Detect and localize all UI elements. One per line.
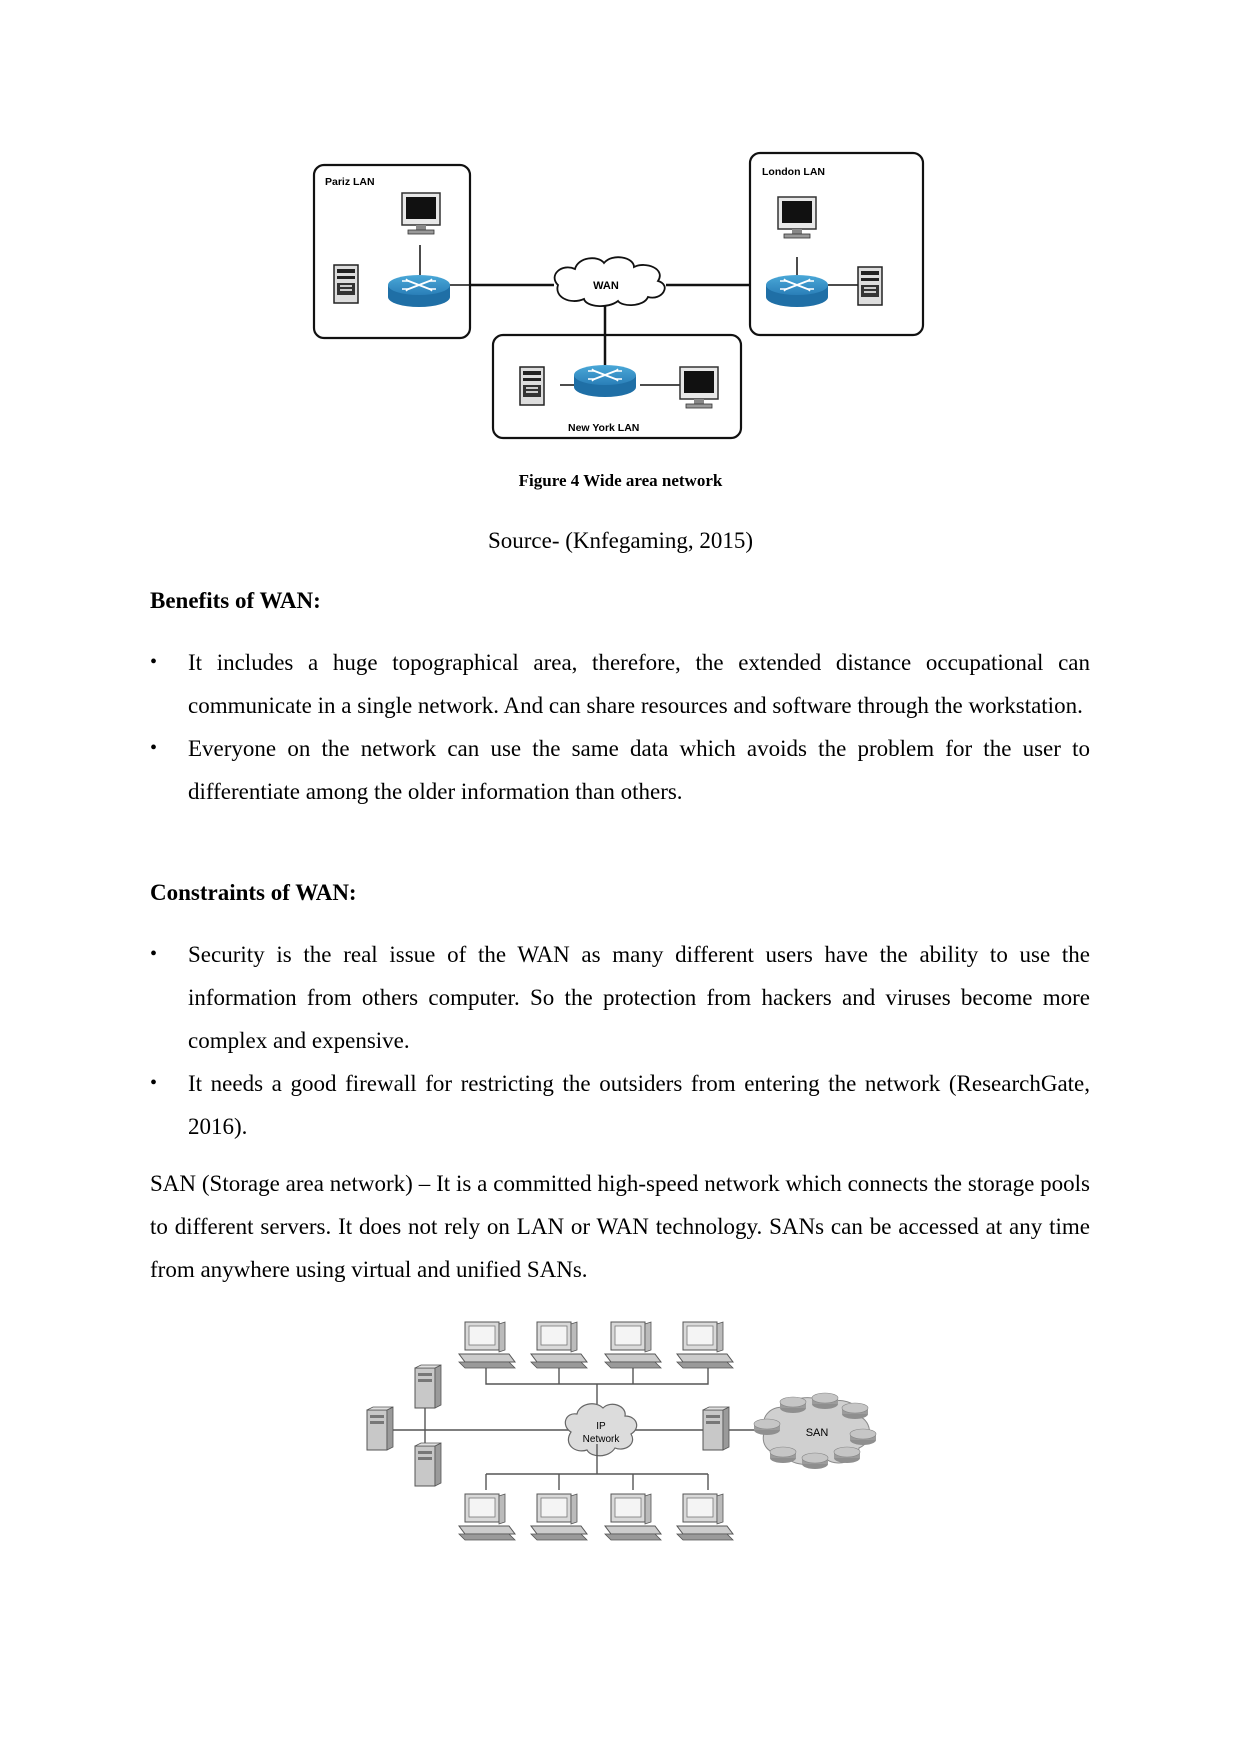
constraints-list: • Security is the real issue of the WAN … (150, 933, 1090, 1148)
san-diagram: IP Network SAN (366, 1321, 877, 1541)
ip-network-label-line1: IP (596, 1421, 606, 1432)
list-item-text: It includes a huge topographical area, t… (188, 650, 1090, 718)
london-monitor-icon (777, 196, 817, 239)
san-paragraph: SAN (Storage area network) – It is a com… (150, 1171, 1090, 1282)
client-pc-icon (604, 1493, 662, 1541)
london-lan-label: London LAN (762, 166, 825, 178)
list-item-text: It needs a good firewall for restricting… (188, 1071, 1090, 1139)
bullet-icon: • (150, 1072, 158, 1094)
bullet-icon: • (150, 737, 158, 759)
newyork-lan-label: New York LAN (568, 422, 639, 434)
paris-router-icon (387, 274, 451, 308)
list-item-text: Everyone on the network can use the same… (188, 736, 1090, 804)
paris-lan-label: Pariz LAN (325, 176, 375, 188)
bullet-icon: • (150, 651, 158, 673)
client-pc-icon (458, 1493, 516, 1541)
client-pc-icon (530, 1493, 588, 1541)
paris-server-icon (333, 264, 359, 304)
london-server-icon (857, 266, 883, 306)
list-item: • It includes a huge topographical area,… (150, 641, 1090, 727)
newyork-monitor-icon (679, 366, 719, 409)
server-icon (702, 1406, 730, 1451)
list-item: • It needs a good firewall for restricti… (150, 1062, 1090, 1148)
client-pc-icon (676, 1321, 734, 1369)
server-icon (414, 1364, 442, 1409)
london-lan-box (748, 151, 925, 337)
constraints-heading: Constraints of WAN: (150, 880, 357, 905)
ip-network-cloud-icon: IP Network (564, 1403, 638, 1457)
client-pc-icon (530, 1321, 588, 1369)
bullet-icon: • (150, 943, 158, 965)
figure-source: Source- (Knfegaming, 2015) (487, 528, 754, 553)
client-pc-icon (676, 1493, 734, 1541)
wan-label: WAN (593, 280, 619, 292)
paris-lan-box (312, 163, 472, 340)
san-cloud-icon: SAN (753, 1392, 877, 1470)
newyork-router-icon (573, 364, 637, 398)
paris-monitor-icon (401, 192, 441, 235)
benefits-list: • It includes a huge topographical area,… (150, 641, 1090, 813)
list-item: • Everyone on the network can use the sa… (150, 727, 1090, 813)
list-item-text: Security is the real issue of the WAN as… (188, 942, 1090, 1053)
server-icon (366, 1406, 394, 1451)
server-icon (414, 1442, 442, 1487)
benefits-heading: Benefits of WAN: (150, 588, 321, 613)
san-label: SAN (806, 1427, 829, 1439)
newyork-server-icon (519, 366, 545, 406)
client-pc-icon (458, 1321, 516, 1369)
newyork-lan-box (491, 333, 743, 440)
figure-caption: Figure 4 Wide area network (518, 471, 723, 490)
ip-network-label-line2: Network (583, 1434, 621, 1445)
london-router-icon (765, 274, 829, 308)
client-pc-icon (604, 1321, 662, 1369)
wan-diagram: WAN Pariz LAN London LAN New York LAN (312, 151, 925, 440)
list-item: • Security is the real issue of the WAN … (150, 933, 1090, 1062)
wan-cloud-icon: WAN (553, 256, 666, 307)
